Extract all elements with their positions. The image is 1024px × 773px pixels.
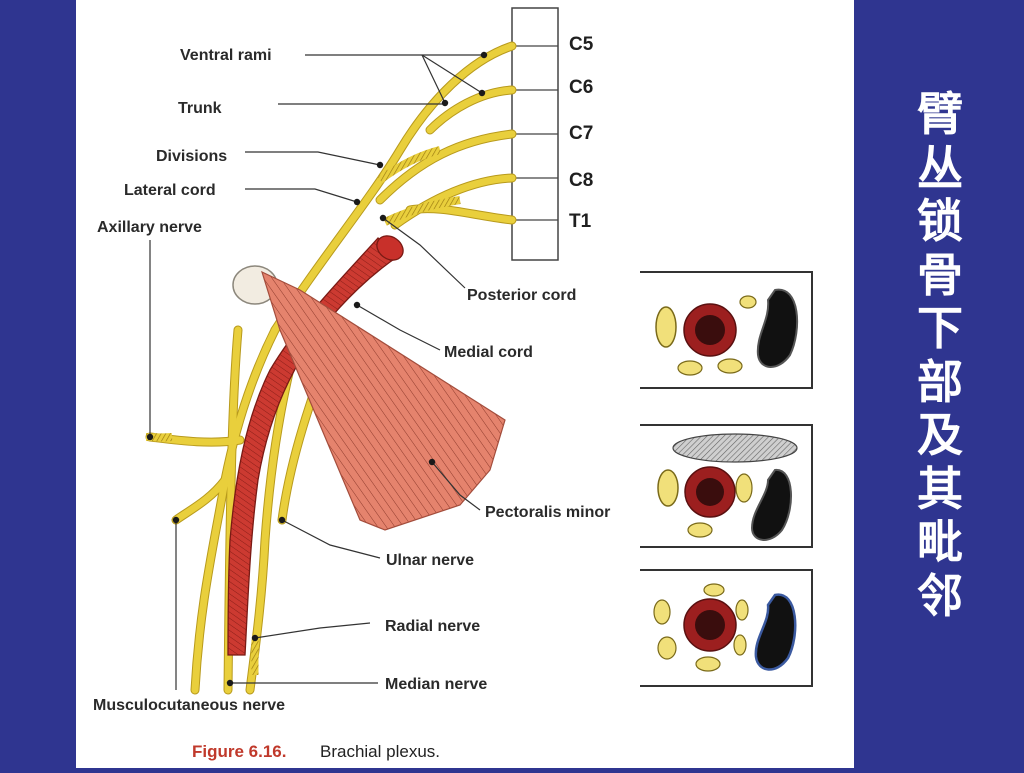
label-ventral-rami: Ventral rami — [180, 47, 272, 64]
nerve-network — [145, 41, 517, 695]
cross-section-1 — [629, 271, 813, 389]
caption-number: Figure 6.16. — [192, 742, 286, 761]
label-axillary-nerve: Axillary nerve — [97, 219, 202, 236]
label-divisions: Divisions — [156, 148, 227, 165]
label-lateral-cord: Lateral cord — [124, 182, 216, 199]
root-label-c7: C7 — [569, 123, 593, 144]
label-musculocutaneous-nerve: Musculocutaneous nerve — [93, 697, 285, 714]
label-trunk: Trunk — [178, 100, 222, 117]
label-pectoralis-minor: Pectoralis minor — [485, 504, 610, 521]
cross-section-2 — [635, 424, 813, 548]
figure-caption: Figure 6.16. Brachial plexus. — [192, 742, 440, 761]
cross-section-thumbnails — [629, 271, 813, 687]
side-title-char: 臂 — [917, 87, 963, 141]
side-title-char: 下 — [917, 301, 963, 355]
root-label-t1: T1 — [569, 211, 592, 232]
brachial-plexus-diagram: C5 C6 C7 C8 T1 Ventral rami Trunk Divisi… — [93, 7, 610, 761]
cross-section-panel — [629, 0, 854, 768]
side-title-char: 及 — [917, 408, 963, 462]
vertebral-column — [511, 7, 559, 261]
label-radial-nerve: Radial nerve — [385, 618, 480, 635]
side-title-char: 丛 — [917, 140, 963, 195]
figure-panel: C5 C6 C7 C8 T1 Ventral rami Trunk Divisi… — [76, 0, 640, 768]
pectoralis-minor-muscle — [261, 270, 506, 531]
side-title-char: 部 — [917, 354, 963, 409]
cross-section-3 — [637, 569, 813, 687]
structure-labels: Ventral rami Trunk Divisions Lateral cor… — [93, 47, 610, 714]
label-median-nerve: Median nerve — [385, 676, 487, 693]
root-label-c6: C6 — [569, 77, 593, 98]
side-title-char: 骨 — [917, 247, 963, 302]
leader-lines — [146, 51, 488, 690]
root-label-c8: C8 — [569, 170, 593, 191]
root-label-c5: C5 — [569, 34, 594, 55]
side-title-char: 其 — [917, 461, 963, 516]
caption-text: Brachial plexus. — [320, 742, 440, 761]
root-labels: C5 C6 C7 C8 T1 — [569, 34, 594, 232]
side-title-char: 邻 — [917, 568, 963, 623]
side-title-char: 锁 — [917, 194, 963, 248]
side-title-char: 毗 — [917, 515, 963, 569]
label-ulnar-nerve: Ulnar nerve — [386, 552, 474, 569]
label-medial-cord: Medial cord — [444, 344, 533, 361]
label-posterior-cord: Posterior cord — [467, 287, 576, 304]
side-title: 臂 丛 锁 骨 下 部 及 其 毗 邻 — [900, 87, 980, 623]
